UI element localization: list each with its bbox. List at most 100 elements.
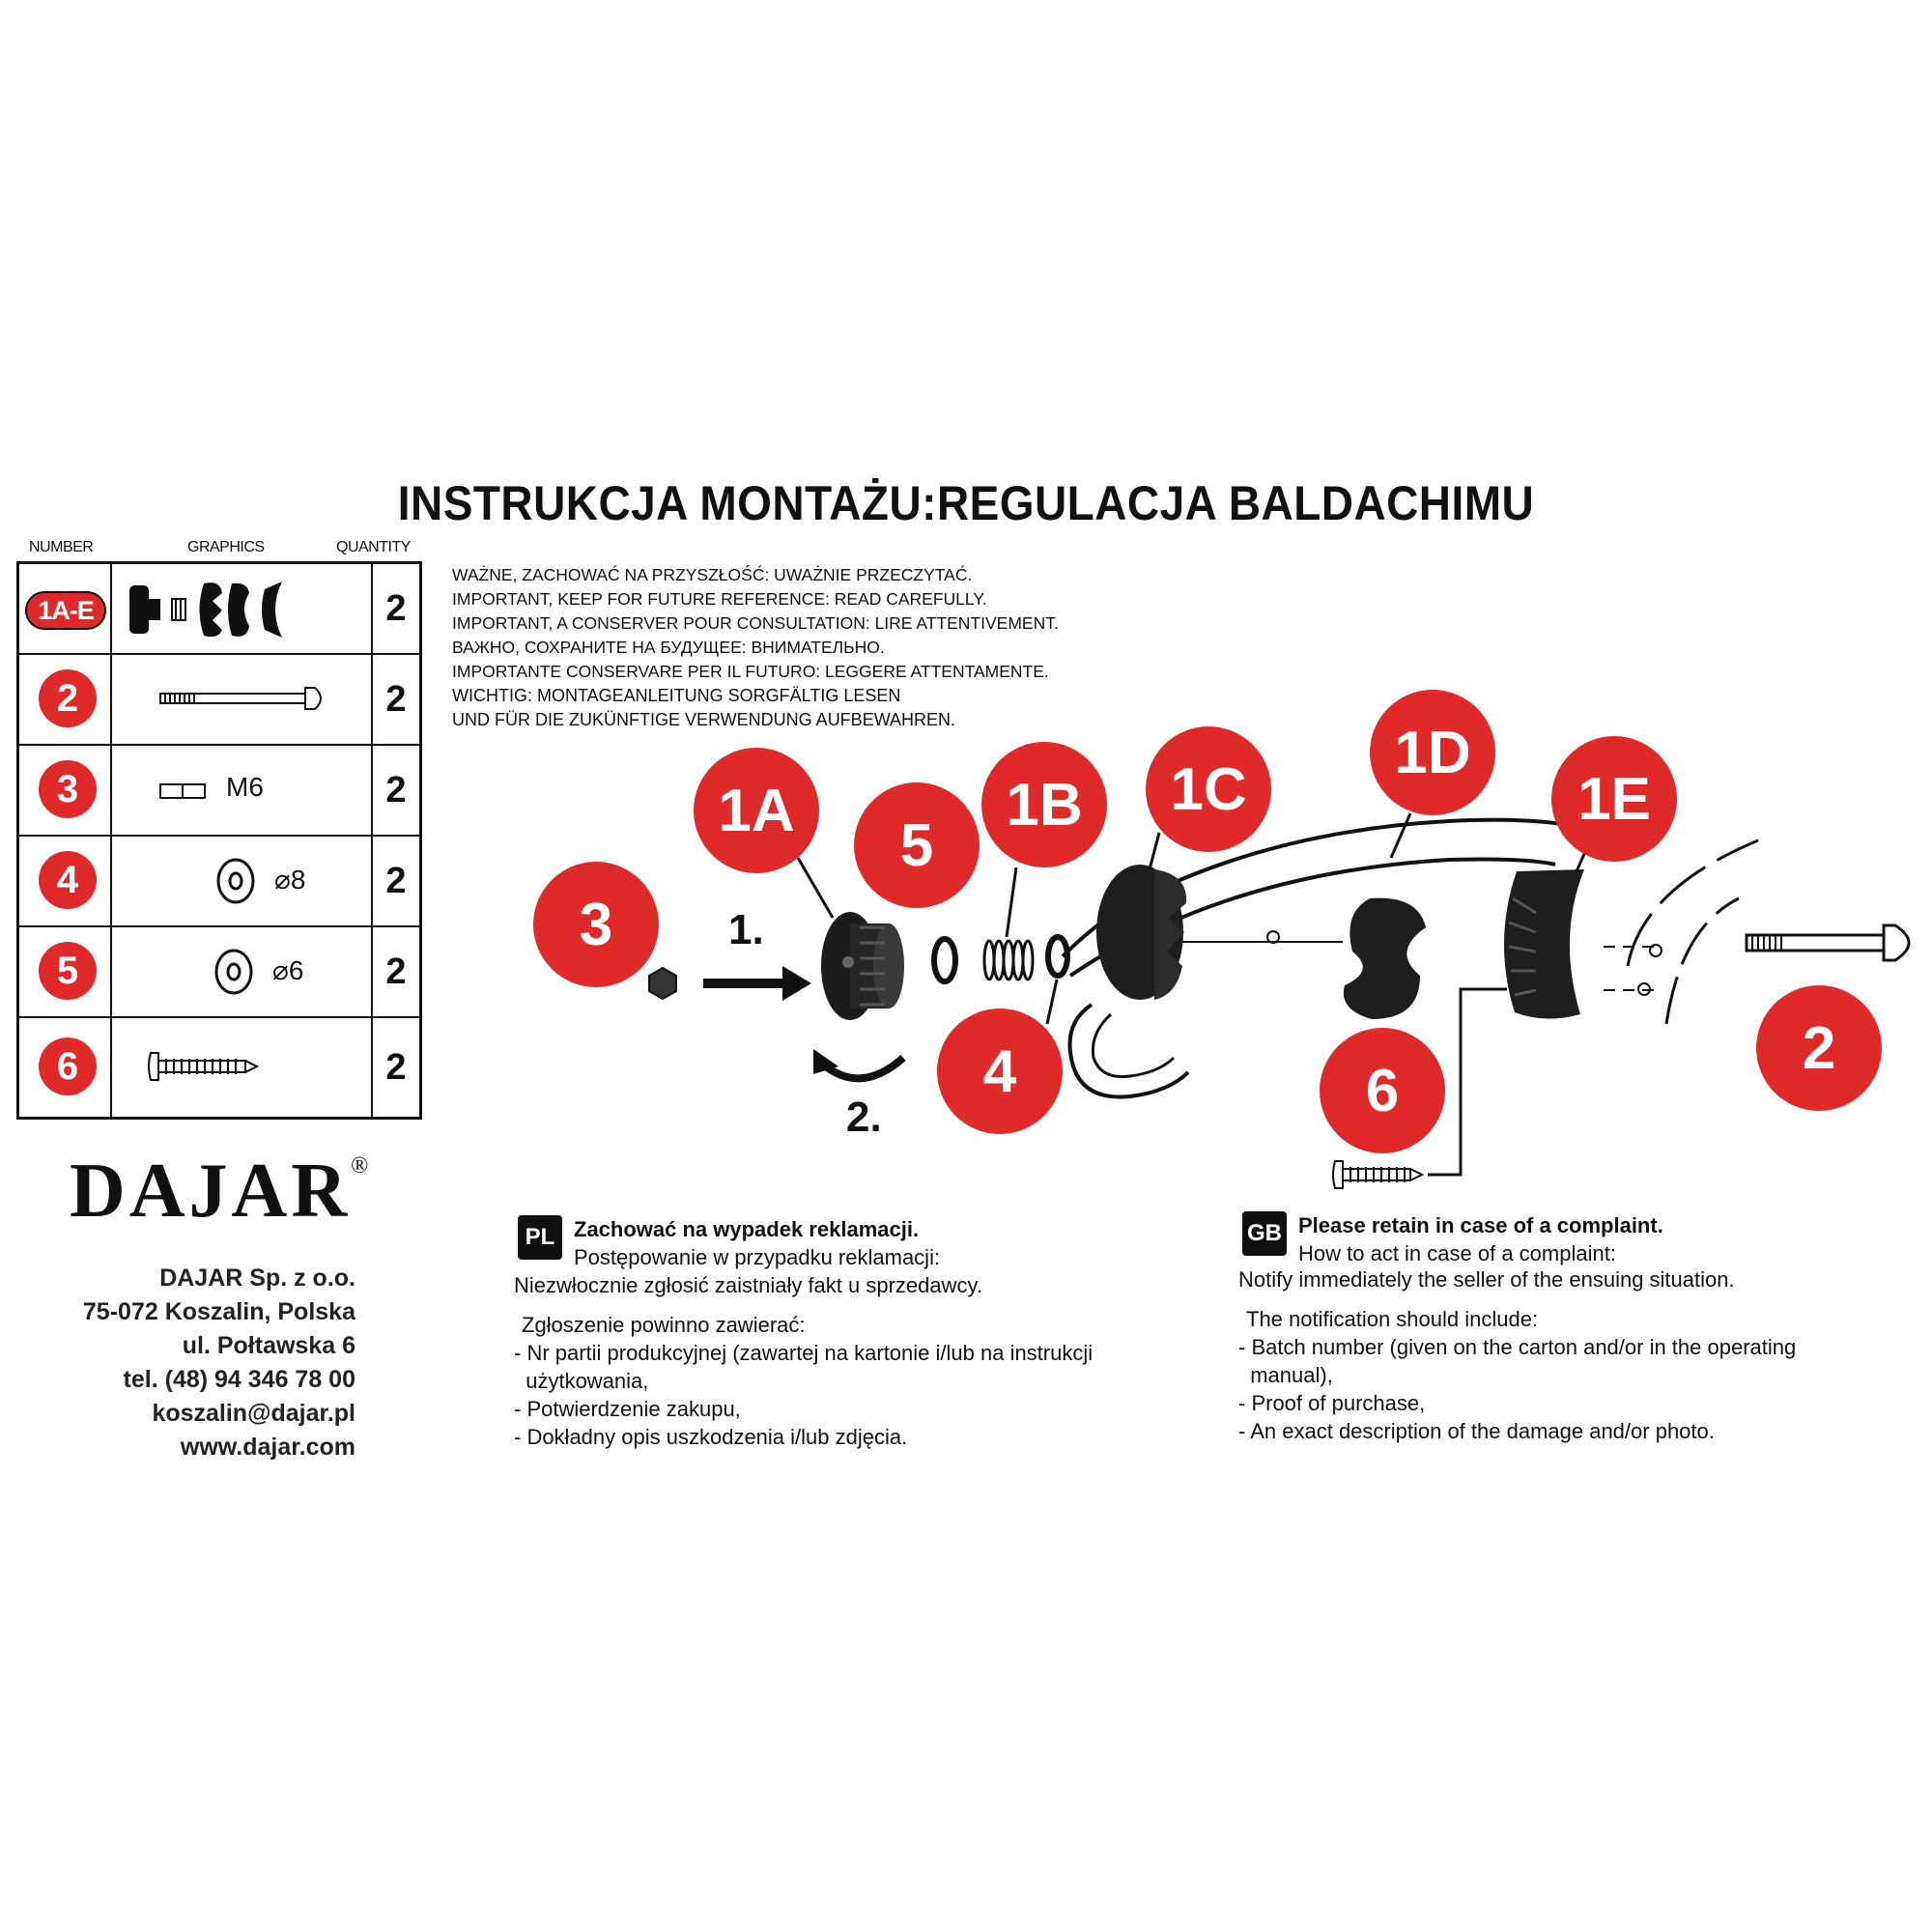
part-number-cell: 2 bbox=[19, 655, 112, 744]
nut-size-label: M6 bbox=[226, 772, 264, 802]
screw-graphic bbox=[112, 1018, 373, 1117]
hub-1e-part bbox=[1503, 869, 1584, 1019]
address-phone: tel. (48) 94 346 78 00 bbox=[123, 1366, 355, 1393]
gb-notice-line: Notify immediately the seller of the ens… bbox=[1238, 1267, 1735, 1292]
part-badge: 6 bbox=[39, 1037, 97, 1095]
parts-table: 1A-E 2 2 bbox=[16, 561, 422, 1120]
part-badge: 2 bbox=[39, 669, 97, 727]
gb-notice-item: - An exact description of the damage and… bbox=[1238, 1419, 1715, 1443]
part-number-cell: 3 bbox=[19, 746, 112, 835]
pl-notice-line: Niezwłocznie zgłosić zaistniały fakt u s… bbox=[514, 1273, 982, 1297]
brand-name: DAJAR bbox=[70, 1149, 352, 1234]
spring-1b-part bbox=[982, 939, 1035, 981]
pl-notice-body: Niezwłocznie zgłosić zaistniały fakt u s… bbox=[514, 1271, 1093, 1451]
pl-notice-subheading: Postępowanie w przypadku reklamacji: bbox=[574, 1245, 941, 1269]
warning-line: WAŻNE, ZACHOWAĆ NA PRZYSZŁOŚĆ: UWAŻNIE P… bbox=[452, 565, 973, 584]
part-quantity: 2 bbox=[385, 769, 407, 810]
screw-6-part bbox=[1332, 1160, 1425, 1189]
warning-line: ВАЖНО, СОХРАНИТЕ НА БУДУЩЕЕ: ВНИМАТЕЛЬНО… bbox=[452, 638, 885, 657]
washer-8-graphic: ⌀8 bbox=[112, 837, 373, 925]
pl-notice-item: użytkowania, bbox=[514, 1369, 649, 1393]
warning-line: IMPORTANT, KEEP FOR FUTURE REFERENCE: RE… bbox=[452, 589, 987, 609]
column-header-number: NUMBER bbox=[29, 539, 94, 555]
diagram-badge-5: 5 bbox=[854, 782, 980, 908]
diagram-badge-1d: 1D bbox=[1370, 690, 1495, 815]
pl-notice-heading: Zachować na wypadek reklamacji. bbox=[574, 1217, 920, 1241]
table-row: 3 M6 2 bbox=[19, 746, 419, 837]
diagram-badge-1c: 1C bbox=[1146, 726, 1271, 852]
canopy-arc bbox=[1626, 838, 1759, 967]
diagram-badge-2: 2 bbox=[1756, 985, 1882, 1111]
gb-notice-subheading: How to act in case of a complaint: bbox=[1298, 1241, 1616, 1265]
part-badge: 5 bbox=[39, 942, 97, 1000]
frame-tube-lower bbox=[1068, 857, 1556, 978]
warning-line: UND FÜR DIE ZUKÜNFTIGE VERWENDUNG AUFBEW… bbox=[452, 710, 956, 729]
knob-1a-part bbox=[821, 912, 879, 1020]
dajar-logo: DAJAR® bbox=[70, 1148, 368, 1236]
diagram-badge-1e: 1E bbox=[1551, 736, 1677, 862]
gb-notice-item: - Proof of purchase, bbox=[1238, 1391, 1426, 1415]
table-row: 5 ⌀6 2 bbox=[19, 927, 419, 1018]
step-2-label: 2. bbox=[846, 1094, 882, 1141]
address-line: ul. Połtawska 6 bbox=[182, 1332, 355, 1359]
company-address: DAJAR Sp. z o.o. 75-072 Koszalin, Polska… bbox=[39, 1262, 355, 1464]
pl-notice-header: Zachować na wypadek reklamacji. Postępow… bbox=[574, 1215, 940, 1271]
part-number-cell: 6 bbox=[19, 1018, 112, 1117]
warning-line: WICHTIG: MONTAGEANLEITUNG SORGFÄLTIG LES… bbox=[452, 686, 901, 705]
warning-line: IMPORTANTE CONSERVARE PER IL FUTURO: LEG… bbox=[452, 662, 1049, 681]
frame-tube-bend bbox=[1067, 1003, 1190, 1099]
part-quantity: 2 bbox=[385, 678, 407, 720]
column-header-graphics: GRAPHICS bbox=[187, 539, 265, 555]
column-header-quantity: QUANTITY bbox=[336, 539, 411, 555]
bolt-graphic bbox=[112, 655, 373, 744]
gb-notice-intro: The notification should include: bbox=[1246, 1307, 1539, 1331]
hub-1d-part bbox=[1343, 897, 1426, 1019]
pl-notice-item: - Potwierdzenie zakupu, bbox=[514, 1397, 741, 1421]
table-row: 6 2 bbox=[19, 1018, 419, 1117]
pl-notice-intro: Zgłoszenie powinno zawierać: bbox=[522, 1313, 806, 1337]
address-line: 75-072 Koszalin, Polska bbox=[82, 1298, 355, 1325]
washer-4-part bbox=[1045, 934, 1070, 979]
diagram-badge-4: 4 bbox=[937, 1009, 1063, 1134]
washer-size-label: ⌀6 bbox=[272, 955, 304, 985]
gb-notice-body: Notify immediately the seller of the ens… bbox=[1238, 1265, 1796, 1445]
table-row: 2 2 bbox=[19, 655, 419, 746]
hub-1c-part bbox=[1096, 865, 1183, 1000]
nut-graphic: M6 bbox=[112, 746, 373, 835]
gb-notice-header: Please retain in case of a complaint. Ho… bbox=[1298, 1211, 1663, 1267]
step-1-label: 1. bbox=[728, 906, 764, 953]
nut-part bbox=[648, 966, 677, 1001]
part-quantity: 2 bbox=[385, 1046, 407, 1088]
part-number-cell: 1A-E bbox=[19, 564, 112, 653]
registered-mark: ® bbox=[351, 1153, 369, 1179]
part-quantity: 2 bbox=[385, 860, 407, 901]
gb-flag-badge: GB bbox=[1242, 1211, 1287, 1256]
diagram-badge-3: 3 bbox=[533, 862, 659, 987]
pl-notice-item: - Nr partii produkcyjnej (zawartej na ka… bbox=[514, 1341, 1094, 1365]
gb-notice-heading: Please retain in case of a complaint. bbox=[1298, 1213, 1663, 1237]
diagram-badge-1b: 1B bbox=[981, 742, 1107, 867]
washer-5-part bbox=[931, 936, 958, 984]
arrow-step-1 bbox=[703, 966, 811, 1001]
address-email-link[interactable]: koszalin@dajar.pl bbox=[152, 1400, 355, 1427]
washer-6-graphic: ⌀6 bbox=[112, 927, 373, 1016]
gb-notice-item: - Batch number (given on the carton and/… bbox=[1238, 1335, 1797, 1359]
part-badge: 4 bbox=[39, 851, 97, 909]
part-number-cell: 5 bbox=[19, 927, 112, 1016]
diagram-badge-1a: 1A bbox=[694, 748, 819, 873]
warning-line: IMPORTANT, A CONSERVER POUR CONSULTATION… bbox=[452, 613, 1059, 633]
gb-notice-item: manual), bbox=[1238, 1363, 1333, 1387]
part-quantity: 2 bbox=[385, 587, 407, 629]
table-row: 1A-E 2 bbox=[19, 564, 419, 655]
frame-tube-upper bbox=[1061, 817, 1595, 958]
address-line: DAJAR Sp. z o.o. bbox=[159, 1264, 355, 1292]
page-title: INSTRUKCJA MONTAŻU:REGULACJA BALDACHIMU bbox=[397, 476, 1535, 530]
knob-set-graphic bbox=[112, 564, 373, 653]
part-badge: 3 bbox=[39, 760, 97, 818]
address-website-link[interactable]: www.dajar.com bbox=[180, 1434, 355, 1461]
washer-size-label: ⌀8 bbox=[274, 865, 306, 895]
part-badge: 1A-E bbox=[25, 591, 106, 630]
diagram-badge-6: 6 bbox=[1320, 1028, 1445, 1153]
pl-flag-badge: PL bbox=[518, 1215, 562, 1260]
bolt-2-part bbox=[1745, 923, 1911, 962]
